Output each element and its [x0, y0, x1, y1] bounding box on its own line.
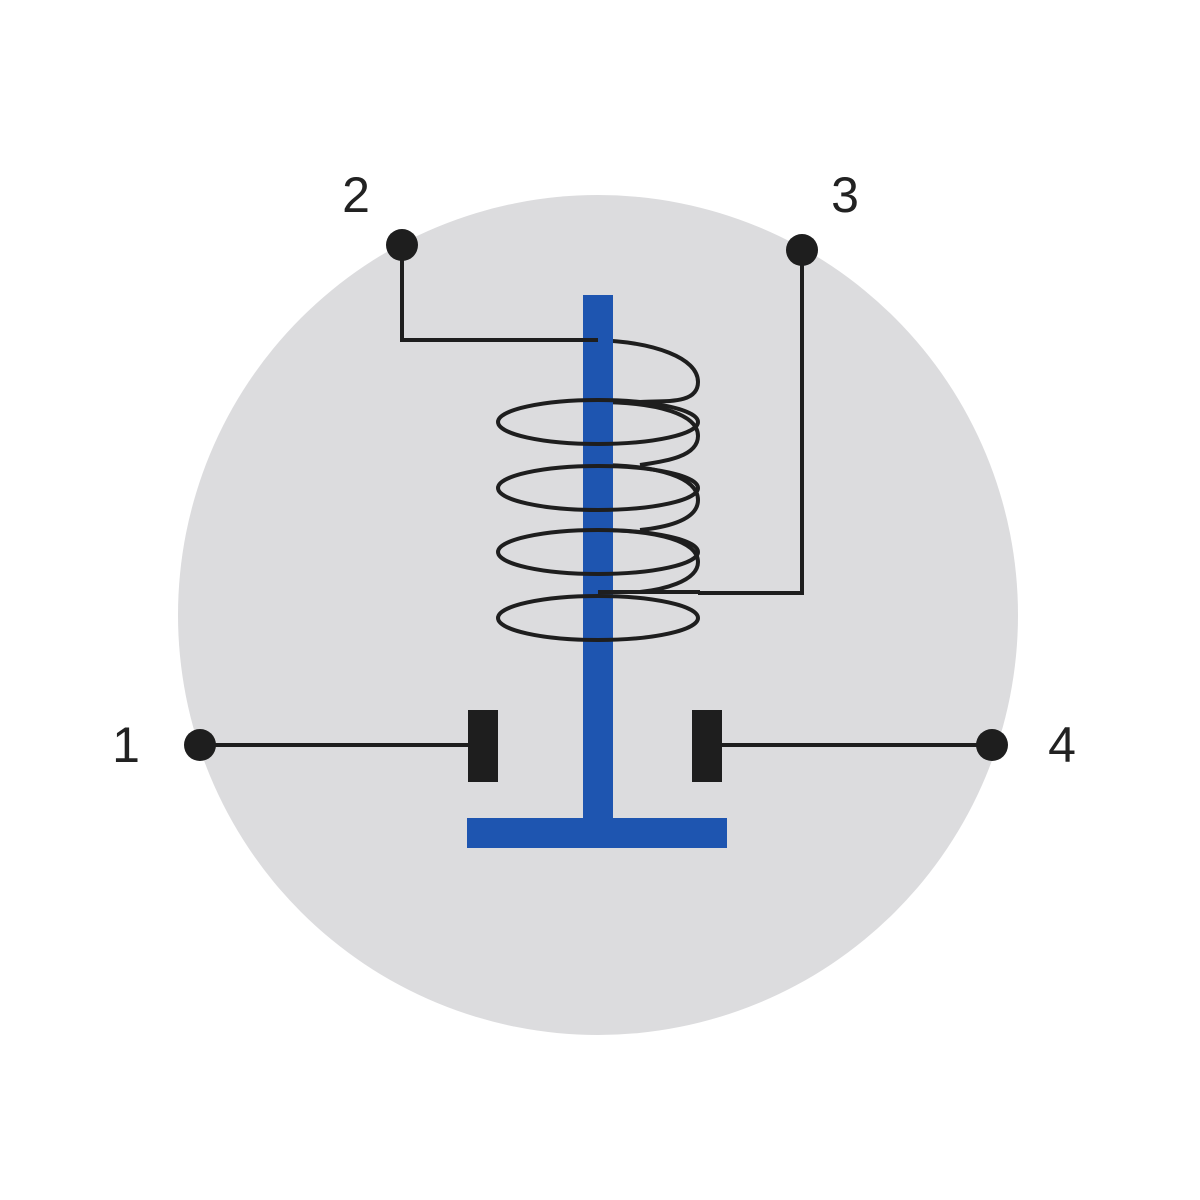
- contact-left: [468, 710, 498, 782]
- coil-turn-2: [496, 464, 700, 512]
- terminal-dots: [184, 229, 1008, 761]
- plunger-crossbar: [467, 818, 727, 848]
- contact-right: [692, 710, 722, 782]
- terminal-label-4: 4: [1048, 717, 1076, 773]
- terminal-label-2: 2: [342, 167, 370, 223]
- lead-wire-3: [698, 250, 804, 595]
- lead-wire-2: [400, 245, 598, 342]
- plunger-stem: [583, 295, 613, 845]
- terminal-dot-1: [184, 729, 216, 761]
- terminal-dot-2: [386, 229, 418, 261]
- plunger: [467, 295, 727, 848]
- fixed-contacts: [468, 710, 722, 782]
- terminal-dot-3: [786, 234, 818, 266]
- coil-front: [496, 398, 700, 642]
- coil-turn-4: [496, 594, 700, 642]
- terminal-label-3: 3: [831, 167, 859, 223]
- coil-turn-3: [496, 528, 700, 576]
- coil-turn-1: [496, 398, 700, 446]
- terminal-dot-4: [976, 729, 1008, 761]
- coil-leads: [400, 245, 804, 595]
- terminal-label-1: 1: [112, 717, 140, 773]
